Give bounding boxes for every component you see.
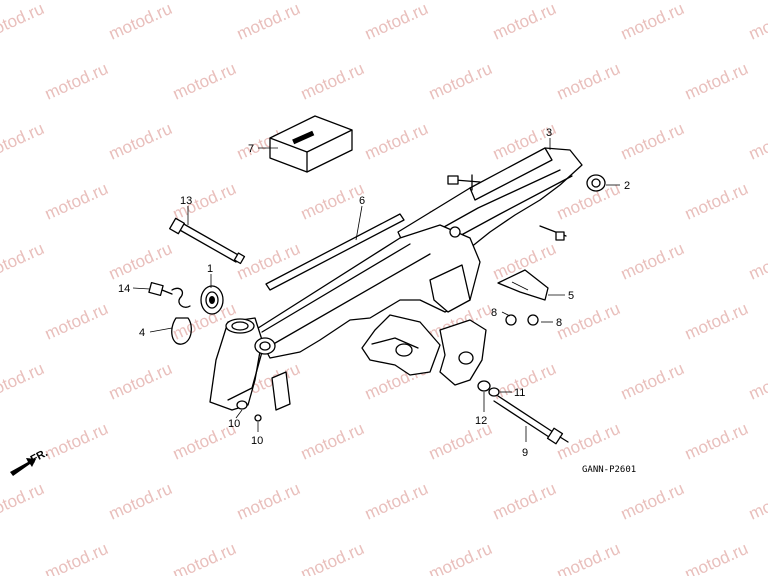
watermark-text: motod.ru <box>682 419 751 464</box>
watermark-text: motod.ru <box>42 59 111 104</box>
watermark-text: motod.ru <box>106 0 175 44</box>
part-6-rod <box>265 213 405 291</box>
watermark-text: motod.ru <box>0 119 47 164</box>
part-7-pad <box>269 115 353 173</box>
watermark-text: motod.ru <box>618 239 687 284</box>
watermark-text: motod.ru <box>0 0 47 44</box>
watermark-text: motod.ru <box>490 0 559 44</box>
callout-10a: 10 <box>228 418 240 430</box>
watermark-text: motod.ru <box>618 119 687 164</box>
callout-7: 7 <box>248 143 254 155</box>
watermark-text: motod.ru <box>554 539 623 576</box>
watermark-text: motod.ru <box>42 179 111 224</box>
watermark-text: motod.ru <box>0 359 47 404</box>
callout-4: 4 <box>139 327 145 339</box>
part-1-bearing <box>200 285 224 315</box>
watermark-text: motod.ru <box>746 479 768 524</box>
callout-12: 12 <box>475 415 487 427</box>
bracket-strip <box>271 371 291 411</box>
watermark-text: motod.ru <box>234 0 303 44</box>
watermark-text: motod.ru <box>554 419 623 464</box>
part-10-hardware <box>236 400 262 422</box>
watermark-text: motod.ru <box>682 539 751 576</box>
watermark-text: motod.ru <box>106 239 175 284</box>
watermark-text: motod.ru <box>682 179 751 224</box>
watermark-text: motod.ru <box>106 119 175 164</box>
part-9-axle-bolt <box>493 395 569 445</box>
part-5-plate <box>497 269 549 301</box>
watermark-text: motod.ru <box>298 59 367 104</box>
watermark-text: motod.ru <box>618 479 687 524</box>
watermark-text: motod.ru <box>298 419 367 464</box>
watermark-text: motod.ru <box>746 119 768 164</box>
watermark-text: motod.ru <box>746 0 768 44</box>
callout-11: 11 <box>514 387 525 399</box>
callout-labels: 1 2 3 4 5 6 7 8 8 9 10 10 11 12 13 14 <box>118 127 630 459</box>
watermark-text: motod.ru <box>746 239 768 284</box>
part-4-clip <box>171 287 193 345</box>
part-8-bolts <box>505 314 539 326</box>
main-frame <box>209 147 583 411</box>
callout-3: 3 <box>546 127 552 139</box>
watermark-text: motod.ru <box>0 239 47 284</box>
watermark-text: motod.ru <box>554 59 623 104</box>
watermark-text: motod.ru <box>106 479 175 524</box>
front-indicator: FR. <box>10 447 50 476</box>
callout-9: 9 <box>522 447 528 459</box>
watermark-text: motod.ru <box>426 539 495 576</box>
watermark-text: motod.ru <box>682 59 751 104</box>
watermark-text: motod.ru <box>554 299 623 344</box>
watermark-text: motod.ru <box>618 359 687 404</box>
watermark-text: motod.ru <box>106 359 175 404</box>
callout-5: 5 <box>568 290 574 302</box>
leader-lines <box>132 138 620 442</box>
watermark-text: motod.ru <box>42 419 111 464</box>
watermark-text: motod.ru <box>42 299 111 344</box>
watermark-text: motod.ru <box>170 539 239 576</box>
watermark-text: motod.ru <box>362 119 431 164</box>
callout-6: 6 <box>359 195 365 207</box>
callout-14: 14 <box>118 283 130 295</box>
callout-8a: 8 <box>491 307 497 319</box>
watermark-text: motod.ru <box>426 59 495 104</box>
callout-10b: 10 <box>251 435 263 447</box>
callout-13: 13 <box>180 195 192 207</box>
watermark-text: motod.ru <box>234 479 303 524</box>
watermark-text: motod.ru <box>682 299 751 344</box>
watermark-text: motod.ru <box>298 539 367 576</box>
callout-2: 2 <box>624 180 630 192</box>
watermark-text: motod.ru <box>170 59 239 104</box>
watermark-text: motod.ru <box>298 179 367 224</box>
watermark-text: motod.ru <box>42 539 111 576</box>
watermark-text: motod.ru <box>746 359 768 404</box>
watermark-text: motod.ru <box>618 0 687 44</box>
part-14-bolt <box>148 281 173 297</box>
part-13-bolt <box>169 217 246 265</box>
diagram-code: GANN-P2601 <box>582 465 636 475</box>
part-11-12-collar <box>477 380 500 397</box>
watermark-text: motod.ru <box>362 0 431 44</box>
watermark-text: motod.ru <box>490 479 559 524</box>
callout-1: 1 <box>207 263 213 275</box>
part-2-bushing <box>586 174 606 192</box>
callout-8b: 8 <box>556 317 562 329</box>
front-arrow-icon <box>10 458 36 476</box>
watermark-text: motod.ru <box>0 479 47 524</box>
watermark-text: motod.ru <box>362 479 431 524</box>
